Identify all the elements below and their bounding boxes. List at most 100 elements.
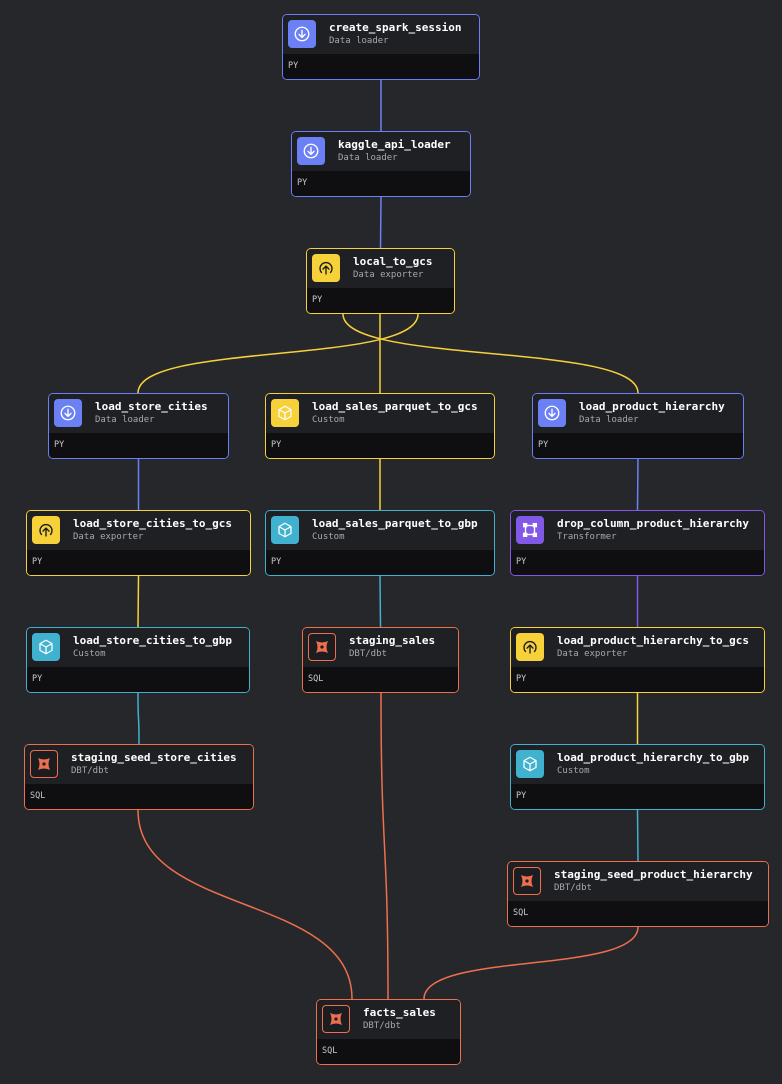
block-header: local_to_gcs Data exporter [307, 249, 454, 289]
edge-local-to-gcs-to-load-store-cities [137, 313, 419, 394]
pipeline-block-load-product-hierarchy[interactable]: load_product_hierarchy Data loader PY [532, 393, 744, 459]
block-type: DBT/dbt [349, 649, 387, 659]
upload-icon [516, 633, 544, 661]
block-footer: PY [511, 667, 764, 692]
cube-icon [271, 399, 299, 427]
transform-icon [516, 516, 544, 544]
edge-kaggle-api-loader-to-local-to-gcs [379, 196, 382, 249]
block-language: PY [516, 791, 527, 801]
block-header: load_sales_parquet_to_gbp Custom [266, 511, 494, 551]
dbt-icon [30, 750, 58, 778]
block-footer: SQL [303, 667, 458, 692]
block-language: PY [516, 557, 527, 567]
block-type: Data loader [95, 415, 155, 425]
block-type: Data exporter [557, 649, 628, 659]
dbt-icon [322, 1005, 350, 1033]
pipeline-block-load-product-hierarchy-to-gbp[interactable]: load_product_hierarchy_to_gbp Custom PY [510, 744, 765, 810]
block-language: PY [297, 178, 308, 188]
upload-icon [32, 516, 60, 544]
block-title: load_store_cities [95, 400, 208, 413]
block-title: staging_seed_product_hierarchy [554, 868, 753, 881]
edge-staging-seed-product-hierarchy-to-facts-sales [423, 926, 639, 1000]
block-footer: PY [307, 288, 454, 313]
block-type: Data loader [579, 415, 639, 425]
block-footer: PY [27, 550, 250, 575]
block-footer: PY [511, 550, 764, 575]
block-title: drop_column_product_hierarchy [557, 517, 750, 530]
block-language: PY [32, 674, 43, 684]
block-title: kaggle_api_loader [338, 138, 451, 151]
block-title: load_product_hierarchy [579, 400, 725, 413]
block-language: PY [288, 61, 299, 71]
dbt-icon [513, 867, 541, 895]
edge-load-product-hierarchy-to-gbp-to-staging-seed-product-hierarchy [636, 809, 639, 862]
pipeline-block-facts-sales[interactable]: facts_sales DBT/dbt SQL [316, 999, 461, 1065]
block-footer: SQL [508, 901, 768, 926]
block-header: staging_seed_product_hierarchy DBT/dbt [508, 862, 768, 902]
block-header: create_spark_session Data loader [283, 15, 479, 55]
cube-icon [516, 750, 544, 778]
pipeline-block-kaggle-api-loader[interactable]: kaggle_api_loader Data loader PY [291, 131, 471, 197]
block-footer: PY [533, 433, 743, 458]
block-header: load_product_hierarchy_to_gbp Custom [511, 745, 764, 785]
block-header: drop_column_product_hierarchy Transforme… [511, 511, 764, 551]
block-header: load_sales_parquet_to_gcs Custom [266, 394, 494, 434]
block-language: PY [54, 440, 65, 450]
block-type: Custom [73, 649, 106, 659]
pipeline-block-create-spark-session[interactable]: create_spark_session Data loader PY [282, 14, 480, 80]
block-header: kaggle_api_loader Data loader [292, 132, 470, 172]
block-type: DBT/dbt [363, 1021, 401, 1031]
pipeline-block-load-product-hierarchy-to-gcs[interactable]: load_product_hierarchy_to_gcs Data expor… [510, 627, 765, 693]
pipeline-block-drop-column-product-hierarchy[interactable]: drop_column_product_hierarchy Transforme… [510, 510, 765, 576]
edge-local-to-gcs-to-load-product-hierarchy [342, 313, 639, 394]
block-type: Data exporter [73, 532, 144, 542]
cube-icon [32, 633, 60, 661]
edge-load-product-hierarchy-to-drop-column-product-hierarchy [636, 458, 639, 511]
block-language: PY [271, 557, 282, 567]
block-footer: PY [27, 667, 249, 692]
block-footer: SQL [317, 1039, 460, 1064]
pipeline-block-load-store-cities-to-gcs[interactable]: load_store_cities_to_gcs Data exporter P… [26, 510, 251, 576]
block-header: staging_sales DBT/dbt [303, 628, 458, 668]
block-language: PY [32, 557, 43, 567]
block-footer: PY [266, 433, 494, 458]
edge-load-store-cities-to-gbp-to-staging-seed-store-cities [137, 692, 140, 745]
pipeline-block-staging-sales[interactable]: staging_sales DBT/dbt SQL [302, 627, 459, 693]
edge-staging-sales-to-facts-sales [380, 692, 389, 1000]
block-language: PY [538, 440, 549, 450]
pipeline-block-load-sales-parquet-to-gbp[interactable]: load_sales_parquet_to_gbp Custom PY [265, 510, 495, 576]
block-language: PY [271, 440, 282, 450]
block-type: Transformer [557, 532, 617, 542]
pipeline-block-staging-seed-store-cities[interactable]: staging_seed_store_cities DBT/dbt SQL [24, 744, 254, 810]
block-header: load_store_cities Data loader [49, 394, 228, 434]
pipeline-block-local-to-gcs[interactable]: local_to_gcs Data exporter PY [306, 248, 455, 314]
block-type: Data loader [329, 36, 389, 46]
block-title: load_product_hierarchy_to_gcs [557, 634, 750, 647]
block-language: PY [312, 295, 323, 305]
block-header: load_store_cities_to_gcs Data exporter [27, 511, 250, 551]
download-icon [54, 399, 82, 427]
block-header: load_product_hierarchy_to_gcs Data expor… [511, 628, 764, 668]
upload-icon [312, 254, 340, 282]
cube-icon [271, 516, 299, 544]
block-title: load_store_cities_to_gbp [73, 634, 232, 647]
block-type: Custom [557, 766, 590, 776]
block-language: PY [516, 674, 527, 684]
block-header: staging_seed_store_cities DBT/dbt [25, 745, 253, 785]
block-type: Data loader [338, 153, 398, 163]
block-footer: PY [511, 784, 764, 809]
edge-load-store-cities-to-gcs-to-load-store-cities-to-gbp [137, 575, 140, 628]
block-language: SQL [30, 791, 46, 801]
pipeline-block-load-store-cities[interactable]: load_store_cities Data loader PY [48, 393, 229, 459]
block-footer: PY [49, 433, 228, 458]
download-icon [288, 20, 316, 48]
block-title: create_spark_session [329, 21, 462, 34]
edge-load-sales-parquet-to-gbp-to-staging-sales [379, 575, 382, 628]
block-title: load_sales_parquet_to_gcs [312, 400, 478, 413]
pipeline-block-load-store-cities-to-gbp[interactable]: load_store_cities_to_gbp Custom PY [26, 627, 250, 693]
pipeline-block-load-sales-parquet-to-gcs[interactable]: load_sales_parquet_to_gcs Custom PY [265, 393, 495, 459]
pipeline-block-staging-seed-product-hierarchy[interactable]: staging_seed_product_hierarchy DBT/dbt S… [507, 861, 769, 927]
block-footer: PY [266, 550, 494, 575]
block-title: staging_seed_store_cities [71, 751, 237, 764]
